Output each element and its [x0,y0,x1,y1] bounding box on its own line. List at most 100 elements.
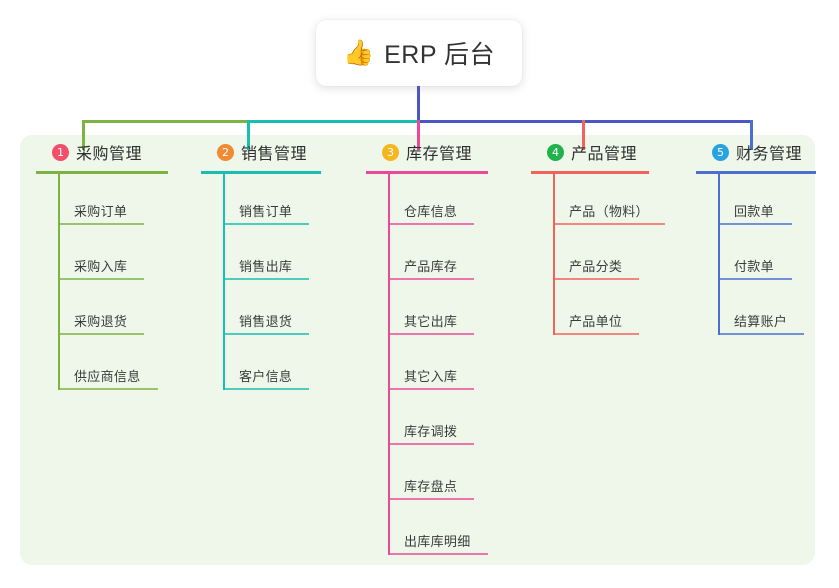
leaf-item[interactable]: 其它出库 [388,284,488,339]
leaf-item[interactable]: 结算账户 [718,284,816,339]
leaf-rule [223,278,309,280]
badge-number-icon: 4 [547,143,564,161]
column-5: 5 财务管理回款单付款单结算账户 [696,140,816,339]
column-spine [223,174,225,390]
thumbs-up-icon: 👍 [342,38,375,67]
column-2: 2 销售管理销售订单销售出库销售退货客户信息 [201,140,321,394]
leaf-label: 客户信息 [239,369,293,384]
column-title: 销售管理 [241,146,308,163]
leaf-rule [58,333,144,335]
bus-segment-sales [247,120,417,123]
leaf-label: 采购入库 [74,259,128,274]
leaf-item[interactable]: 客户信息 [223,339,321,394]
column-rule [531,171,649,174]
column-title: 产品管理 [571,146,638,163]
leaf-label: 销售退货 [239,314,293,329]
leaf-label: 库存调拨 [404,424,458,439]
leaf-item[interactable]: 销售出库 [223,229,321,284]
leaf-rule [58,278,144,280]
leaf-item[interactable]: 回款单 [718,174,816,229]
root-title: ERP 后台 [384,41,496,69]
badge-number-icon: 3 [382,143,399,161]
leaf-label: 结算账户 [734,314,788,329]
drop-product [582,120,585,150]
leaf-list: 销售订单销售出库销售退货客户信息 [201,174,321,394]
leaf-list: 仓库信息产品库存其它出库其它入库库存调拨库存盘点出库库明细 [366,174,488,559]
leaf-rule [58,223,144,225]
leaf-item[interactable]: 销售退货 [223,284,321,339]
leaf-label: 产品单位 [569,314,623,329]
leaf-label: 产品（物料） [569,204,649,219]
leaf-label: 销售出库 [239,259,293,274]
leaf-label: 出库库明细 [404,534,471,549]
root-stem-connector [417,86,420,122]
column-title: 财务管理 [736,146,803,163]
leaf-label: 仓库信息 [404,204,458,219]
leaf-rule [718,223,792,225]
leaf-rule [223,223,309,225]
leaf-rule [718,333,804,335]
column-title: 库存管理 [406,146,473,163]
leaf-item[interactable]: 采购退货 [58,284,168,339]
leaf-item[interactable]: 仓库信息 [388,174,488,229]
leaf-rule [58,388,158,390]
leaf-item[interactable]: 采购订单 [58,174,168,229]
leaf-rule [718,278,792,280]
leaf-rule [388,498,474,500]
leaf-item[interactable]: 产品单位 [553,284,649,339]
leaf-item[interactable]: 付款单 [718,229,816,284]
leaf-label: 产品分类 [569,259,623,274]
column-spine [553,174,555,335]
leaf-rule [223,333,309,335]
column-rule [366,171,488,174]
column-header-3[interactable]: 3 库存管理 [366,140,488,164]
drop-inventory [417,120,420,150]
leaf-item[interactable]: 产品分类 [553,229,649,284]
leaf-label: 采购订单 [74,204,128,219]
column-header-2[interactable]: 2 销售管理 [201,140,321,164]
badge-number-icon: 5 [712,143,729,161]
leaf-rule [388,388,474,390]
leaf-item[interactable]: 其它入库 [388,339,488,394]
leaf-rule [388,443,474,445]
leaf-item[interactable]: 库存调拨 [388,394,488,449]
column-rule [201,171,321,174]
column-rule [36,171,168,174]
leaf-label: 产品库存 [404,259,458,274]
column-rule [696,171,816,174]
leaf-item[interactable]: 采购入库 [58,229,168,284]
bus-segment-purchasing [82,120,247,123]
column-4: 4 产品管理产品（物料） 产品分类产品单位 [531,140,665,339]
leaf-label: 销售订单 [239,204,293,219]
leaf-item[interactable]: 产品库存 [388,229,488,284]
leaf-rule [553,333,639,335]
drop-sales [247,120,250,150]
leaf-list: 采购订单采购入库采购退货供应商信息 [36,174,168,394]
column-header-4[interactable]: 4 产品管理 [531,140,649,164]
leaf-list: 产品（物料） 产品分类产品单位 [531,174,665,339]
leaf-list: 回款单付款单结算账户 [696,174,816,339]
column-header-1[interactable]: 1 采购管理 [36,140,168,164]
drop-purchasing [82,120,85,150]
leaf-label: 库存盘点 [404,479,458,494]
leaf-rule [223,388,309,390]
drop-finance [750,120,753,150]
column-1: 1 采购管理采购订单采购入库采购退货供应商信息 [36,140,168,394]
leaf-item[interactable]: 库存盘点 [388,449,488,504]
leaf-label: 其它出库 [404,314,458,329]
diagram-panel [20,135,815,565]
badge-number-icon: 1 [52,143,69,161]
leaf-label: 付款单 [734,259,774,274]
column-spine [388,174,390,555]
leaf-rule [388,553,488,555]
column-header-5[interactable]: 5 财务管理 [696,140,816,164]
leaf-item[interactable]: 供应商信息 [58,339,168,394]
column-title: 采购管理 [76,146,143,163]
leaf-label: 供应商信息 [74,369,141,384]
root-node[interactable]: 👍 ERP 后台 [316,20,522,86]
leaf-label: 其它入库 [404,369,458,384]
badge-number-icon: 2 [217,143,234,161]
leaf-item[interactable]: 销售订单 [223,174,321,229]
leaf-item[interactable]: 产品（物料） [553,174,665,229]
leaf-item[interactable]: 出库库明细 [388,504,488,559]
